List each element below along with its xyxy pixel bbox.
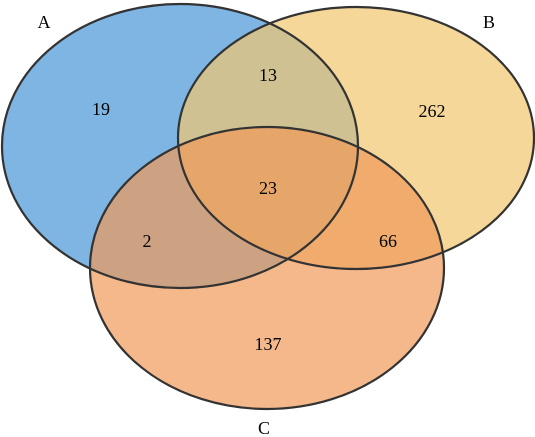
set-a-label: A [38,12,51,32]
region-ac-only-count: 2 [143,231,152,251]
region-b-only-count: 262 [419,101,446,121]
region-abc-count: 23 [259,178,277,198]
set-c-label: C [258,418,270,437]
set-c-outline [88,125,446,411]
set-c-fill [90,127,444,409]
region-ab-only-count: 13 [259,65,277,85]
set-b-label: B [483,12,495,32]
region-a-only-count: 19 [92,99,110,119]
region-c-only-count: 137 [255,334,282,354]
region-bc-only-count: 66 [379,231,397,251]
set-b-outline [176,5,535,271]
